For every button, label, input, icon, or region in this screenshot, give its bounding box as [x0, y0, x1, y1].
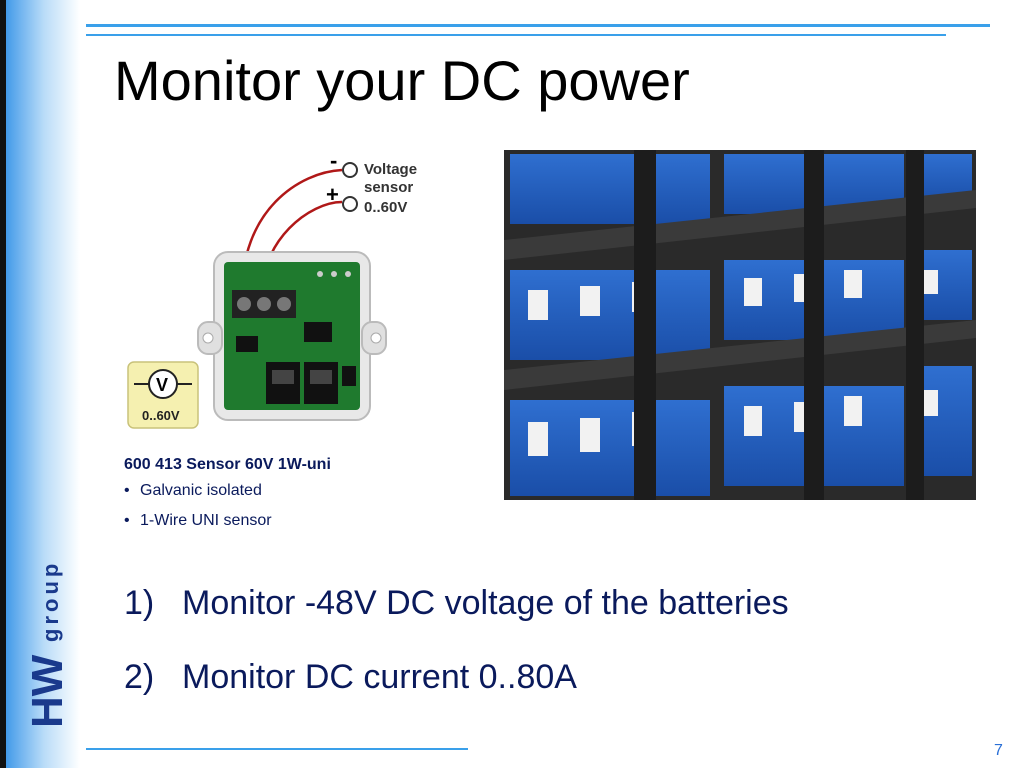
plus-sign: + [326, 182, 339, 207]
feature-list: • Galvanic isolated • 1-Wire UNI sensor [124, 482, 331, 530]
bottom-rule [86, 748, 468, 750]
page-number: 7 [994, 742, 1003, 759]
step-item: 1) Monitor -48V DC voltage of the batteri… [124, 584, 789, 658]
minus-sign: - [330, 150, 337, 173]
left-decorative-band [0, 0, 80, 768]
feature-text: Galvanic isolated [140, 482, 262, 499]
step-text: Monitor -48V DC voltage of the batteries [182, 584, 789, 622]
step-item: 2) Monitor DC current 0..80A [124, 658, 789, 732]
sensor-label-1: Voltage [364, 161, 417, 178]
top-rule-1 [86, 24, 990, 27]
sensor-label-3: 0..60V [364, 199, 407, 216]
feature-item: • 1-Wire UNI sensor [124, 512, 331, 530]
step-number: 2) [124, 658, 155, 696]
feature-text: 1-Wire UNI sensor [140, 512, 272, 529]
battery-rack-photo [504, 150, 976, 500]
badge-symbol: V [156, 375, 168, 395]
bullet-icon: • [124, 512, 130, 529]
steps-list: 1) Monitor -48V DC voltage of the batteri… [124, 584, 789, 732]
feature-item: • Galvanic isolated [124, 482, 331, 500]
logo-letters: HW [23, 654, 70, 728]
sensor-diagram: - + Voltage sensor 0..60V V 0..60V [127, 150, 417, 429]
product-caption: 600 413 Sensor 60V 1W-uni • Galvanic isol… [124, 456, 331, 542]
bullet-icon: • [124, 482, 130, 499]
hw-group-logo: HW group [23, 560, 70, 728]
step-number: 1) [124, 584, 155, 622]
product-name: 600 413 Sensor 60V 1W-uni [124, 456, 331, 473]
badge-range: 0..60V [142, 408, 180, 423]
step-text: Monitor DC current 0..80A [182, 658, 577, 696]
left-edge-bar [0, 0, 6, 768]
logo-word: group [38, 560, 63, 642]
top-rule-2 [86, 34, 946, 36]
slide-title: Monitor your DC power [114, 49, 690, 112]
sensor-label-2: sensor [364, 179, 413, 196]
